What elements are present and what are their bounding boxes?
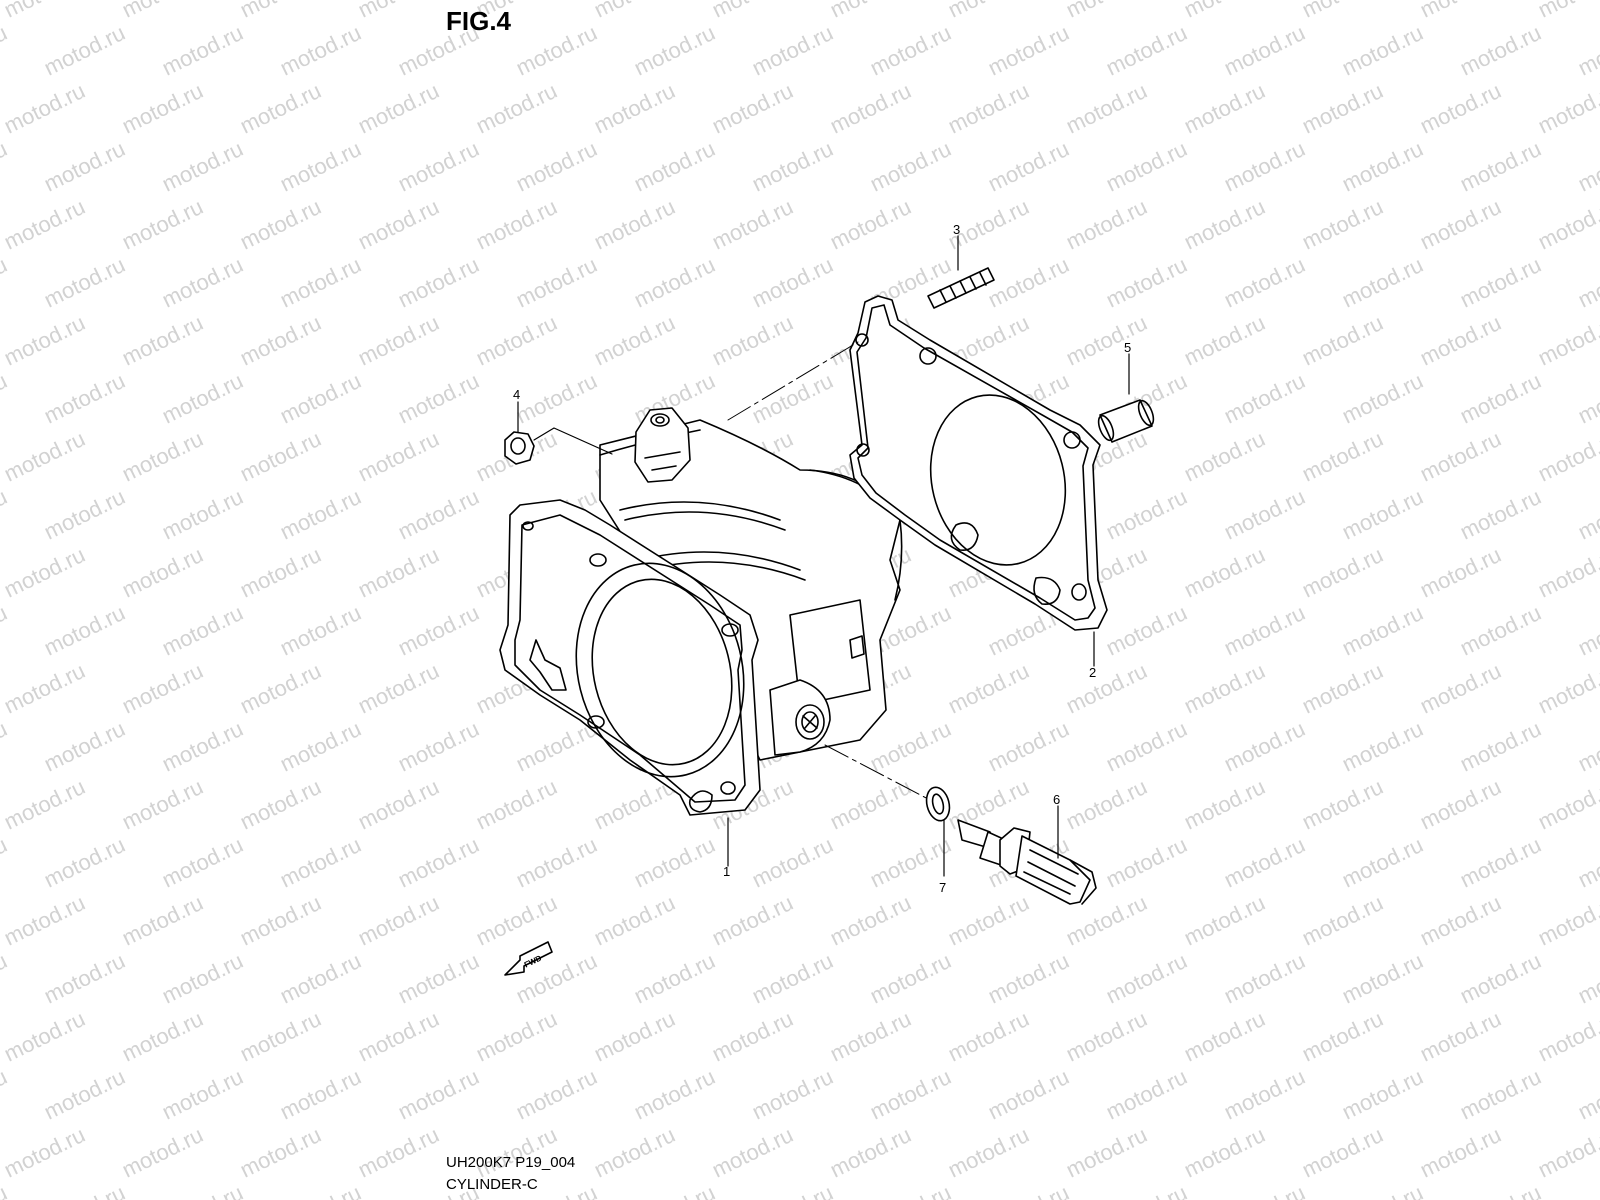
alignment-lines xyxy=(727,341,931,801)
stud-part-3 xyxy=(927,235,995,309)
dowel-pin-part-5 xyxy=(1097,353,1155,443)
forward-direction-arrow xyxy=(504,941,553,976)
temperature-sensor-part-6 xyxy=(957,805,1097,905)
part-number-6: 6 xyxy=(1053,792,1060,807)
part-number-4: 4 xyxy=(513,387,520,402)
figure-title: FIG.4 xyxy=(446,6,512,36)
nut-part-4 xyxy=(504,401,613,465)
part-number-3: 3 xyxy=(953,222,960,237)
part-number-5: 5 xyxy=(1124,340,1131,355)
cylinder-part-1 xyxy=(499,407,903,867)
part-number-7: 7 xyxy=(939,880,946,895)
part-number-1: 1 xyxy=(723,864,730,879)
diagram-reference-code: UH200K7 P19_004 xyxy=(446,1154,576,1171)
part-number-2: 2 xyxy=(1089,665,1096,680)
washer-part-7 xyxy=(925,786,951,877)
cylinder-head-gasket-part-2 xyxy=(849,295,1108,667)
section-name: CYLINDER-C xyxy=(446,1176,538,1193)
